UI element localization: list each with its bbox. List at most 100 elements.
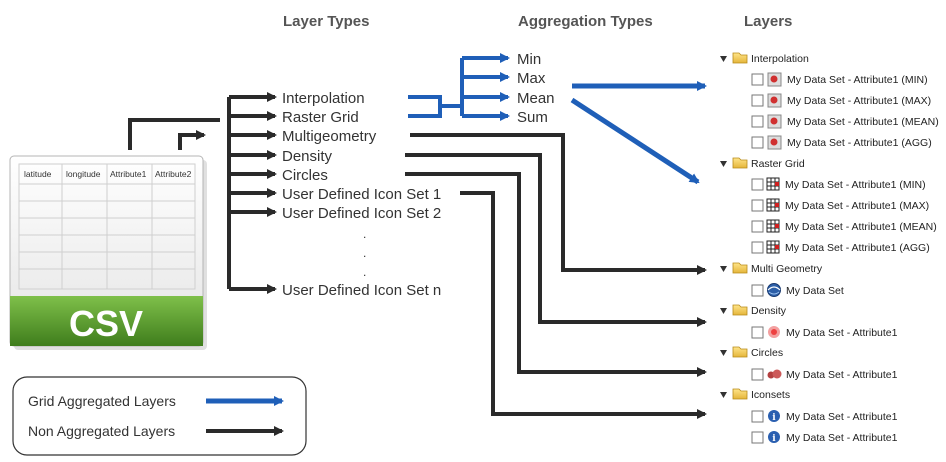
interpolation-icon <box>767 93 782 108</box>
checkbox[interactable] <box>751 73 764 86</box>
aggregation-type-label: Sum <box>517 109 548 126</box>
raster-grid-icon <box>766 219 780 233</box>
layer-type-label: User Defined Icon Set 1 <box>282 186 441 203</box>
interpolation-icon <box>767 135 782 150</box>
expand-triangle-icon[interactable] <box>720 56 727 62</box>
tree-item[interactable]: My Data Set - Attribute1 (AGG) <box>751 240 930 254</box>
tree-item[interactable]: My Data Set - Attribute1 <box>751 326 898 339</box>
layer-type-label: Interpolation <box>282 90 365 107</box>
aggregation-type-label: Max <box>517 70 546 87</box>
expand-triangle-icon[interactable] <box>720 161 727 167</box>
checkbox[interactable] <box>751 326 764 339</box>
layer-tree: Interpolation My Data Set - Attribute1 (… <box>720 52 939 444</box>
svg-text:i: i <box>772 434 776 444</box>
checkbox[interactable] <box>751 178 764 191</box>
raster-grid-icon <box>766 177 780 191</box>
checkbox[interactable] <box>751 410 764 423</box>
tree-item[interactable]: My Data Set - Attribute1 (MAX) <box>751 93 931 108</box>
folder-icon <box>732 157 748 169</box>
layer-type-label: Raster Grid <box>282 109 359 126</box>
tree-folder-multi-geometry[interactable]: Multi Geometry <box>720 262 823 275</box>
csv-file-icon: latitude longitude Attribute1 Attribute2… <box>9 155 207 350</box>
tree-item[interactable]: My Data Set - Attribute1 (MEAN) <box>751 219 937 233</box>
tree-item-label: My Data Set - Attribute1 (MEAN) <box>787 116 939 128</box>
tree-folder-label: Multi Geometry <box>751 263 823 275</box>
tree-item[interactable]: i My Data Set - Attribute1 <box>751 410 898 423</box>
tree-item[interactable]: My Data Set <box>751 283 844 298</box>
grid-aggregated-arrows <box>570 81 707 185</box>
tree-folder-raster-grid[interactable]: Raster Grid <box>720 157 805 170</box>
expand-triangle-icon[interactable] <box>720 266 727 272</box>
tree-item-label: My Data Set <box>786 285 844 297</box>
checkbox[interactable] <box>751 284 764 297</box>
tree-item[interactable]: My Data Set - Attribute1 (MEAN) <box>751 114 939 129</box>
legend: Grid Aggregated Layers Non Aggregated La… <box>12 376 307 456</box>
tree-item-label: My Data Set - Attribute1 <box>786 369 898 381</box>
tree-item-label: My Data Set - Attribute1 (MEAN) <box>785 221 937 233</box>
density-icon <box>768 326 780 338</box>
tree-item-label: My Data Set - Attribute1 <box>786 327 898 339</box>
checkbox[interactable] <box>751 199 764 212</box>
checkbox[interactable] <box>751 94 764 107</box>
interpolation-icon <box>767 114 782 129</box>
tree-item[interactable]: My Data Set - Attribute1 <box>751 368 898 381</box>
tree-item-label: My Data Set - Attribute1 (AGG) <box>787 137 932 149</box>
expand-triangle-icon[interactable] <box>720 350 727 356</box>
tree-item[interactable]: My Data Set - Attribute1 (AGG) <box>751 135 932 150</box>
aggregation-types-list: Min Max Mean Sum <box>517 51 555 126</box>
checkbox[interactable] <box>751 115 764 128</box>
tree-item-label: My Data Set - Attribute1 (MAX) <box>787 95 931 107</box>
tree-folder-circles[interactable]: Circles <box>720 346 783 359</box>
svg-text:i: i <box>772 413 776 423</box>
layer-type-label: Multigeometry <box>282 128 377 145</box>
tree-item[interactable]: My Data Set - Attribute1 (MAX) <box>751 198 929 212</box>
interpolation-icon <box>767 72 782 87</box>
checkbox[interactable] <box>751 220 764 233</box>
expand-triangle-icon[interactable] <box>720 308 727 314</box>
tree-item-label: My Data Set - Attribute1 (MIN) <box>787 74 928 86</box>
tree-item-label: My Data Set - Attribute1 (MAX) <box>785 200 929 212</box>
tree-item[interactable]: My Data Set - Attribute1 (MIN) <box>751 72 928 87</box>
checkbox[interactable] <box>751 136 764 149</box>
legend-grid-label: Grid Aggregated Layers <box>28 393 176 409</box>
folder-icon <box>732 304 748 316</box>
folder-icon <box>732 52 748 64</box>
expand-triangle-icon[interactable] <box>720 392 727 398</box>
layer-types-header: Layer Types <box>283 13 369 30</box>
folder-icon <box>732 388 748 400</box>
tree-folder-label: Density <box>751 305 787 317</box>
tree-item-label: My Data Set - Attribute1 <box>786 432 898 444</box>
folder-icon <box>732 346 748 358</box>
csv-column-header: Attribute2 <box>155 169 192 179</box>
csv-column-header: longitude <box>66 169 101 179</box>
tree-item-label: My Data Set - Attribute1 (MIN) <box>785 179 926 191</box>
tree-folder-label: Iconsets <box>751 389 790 401</box>
checkbox[interactable] <box>751 431 764 444</box>
tree-item-label: My Data Set - Attribute1 <box>786 411 898 423</box>
csv-label: CSV <box>69 303 143 344</box>
tree-folder-label: Raster Grid <box>751 158 805 170</box>
non-aggregated-arrows <box>405 133 707 419</box>
tree-item[interactable]: i My Data Set - Attribute1 <box>751 431 898 444</box>
info-icon: i <box>768 410 780 423</box>
tree-folder-label: Circles <box>751 347 783 359</box>
layer-type-label: User Defined Icon Set 2 <box>282 205 441 222</box>
tree-folder-density[interactable]: Density <box>720 304 787 317</box>
layer-type-label: Density <box>282 148 333 165</box>
checkbox[interactable] <box>751 368 764 381</box>
ellipsis-dot: . <box>363 246 366 260</box>
tree-folder-interpolation[interactable]: Interpolation <box>720 52 809 65</box>
layer-types-list: Interpolation Raster Grid Multigeometry … <box>282 90 441 299</box>
layers-header: Layers <box>744 13 792 30</box>
tree-folder-label: Interpolation <box>751 53 809 65</box>
tree-item[interactable]: My Data Set - Attribute1 (MIN) <box>751 177 926 191</box>
circles-icon <box>767 369 782 379</box>
ellipsis-dot: . <box>363 227 366 241</box>
aggregation-type-label: Mean <box>517 90 555 107</box>
tree-folder-iconsets[interactable]: Iconsets <box>720 388 790 401</box>
checkbox[interactable] <box>751 241 764 254</box>
csv-column-header: Attribute1 <box>110 169 147 179</box>
ellipsis-dot: . <box>363 265 366 279</box>
csv-column-header: latitude <box>24 169 52 179</box>
